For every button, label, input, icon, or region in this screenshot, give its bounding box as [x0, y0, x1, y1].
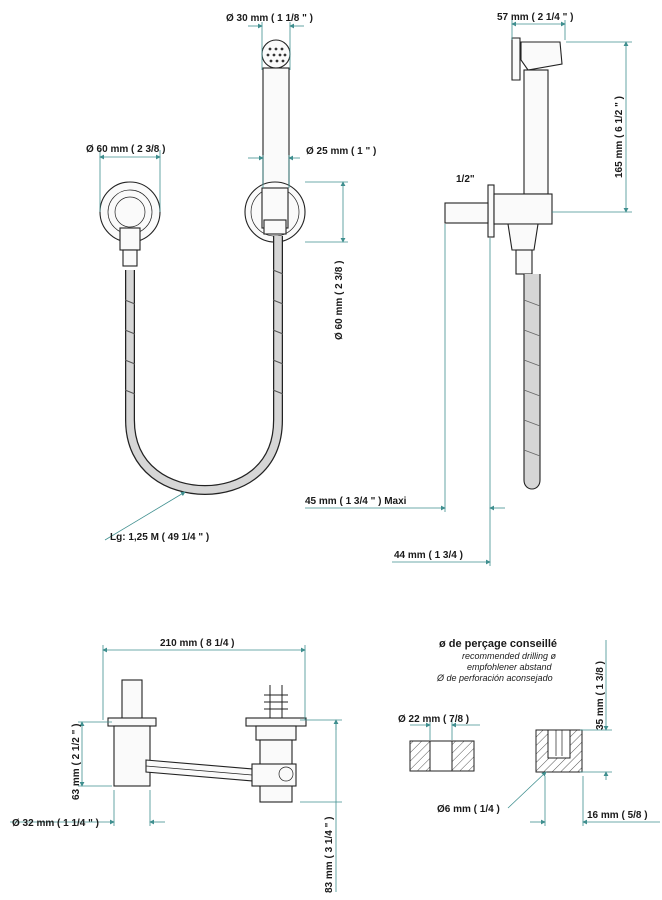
valve-depth-label: 83 mm ( 3 1/4 " )	[324, 817, 335, 893]
handle-diameter-label: Ø 25 mm ( 1 " )	[306, 146, 376, 157]
front-view	[99, 39, 306, 496]
drilling-legend: ø de perçage conseillé recommended drill…	[436, 638, 557, 683]
valve-view	[107, 679, 307, 803]
drill-hole	[429, 740, 453, 772]
head-width-label: 57 mm ( 2 1/4 " )	[497, 12, 573, 23]
drilling-line-es: Ø de perforación aconsejado	[436, 673, 553, 683]
side-handle	[523, 69, 549, 195]
drill-depth-label: 35 mm ( 1 3/8 )	[595, 661, 606, 730]
drilling-views: Ø 22 mm ( 7/8 ) 35 mm ( 1 3/8 ) Ø6 mm ( …	[398, 640, 660, 826]
small-hole-label: Ø6 mm ( 1/4 )	[437, 804, 500, 815]
thread-label: 1/2"	[456, 174, 475, 185]
valve-width-label: 210 mm ( 8 1/4 )	[160, 638, 234, 649]
side-dimensions: 57 mm ( 2 1/4 " ) 165 mm ( 6 1/2 " ) 1/2…	[305, 12, 632, 566]
hose	[125, 236, 283, 496]
side-hose	[523, 274, 541, 490]
valve-height-label: 63 mm ( 2 1/2 " )	[71, 724, 82, 800]
projection-label: 44 mm ( 1 3/4 )	[394, 550, 463, 561]
valve-body	[113, 725, 151, 787]
side-spray-head	[520, 41, 563, 71]
holder-height-label: Ø 60 mm ( 2 3/8 )	[334, 261, 345, 340]
drilling-line-de: empfohlener abstand	[467, 662, 553, 672]
front-dimensions: Ø 30 mm ( 1 1/8 " ) Ø 60 mm ( 2 3/8 ) Ø …	[86, 13, 376, 543]
wall-offset-label: 16 mm ( 5/8 )	[587, 810, 648, 821]
projection-max-label: 45 mm ( 1 3/4 " ) Maxi	[305, 496, 407, 507]
head-height-label: 165 mm ( 6 1/2 " )	[614, 96, 625, 178]
mounting-screws	[264, 685, 288, 718]
side-view	[444, 37, 563, 490]
drilling-title: ø de perçage conseillé	[439, 638, 557, 650]
spray-holes	[266, 47, 287, 63]
valve-dimensions: 210 mm ( 8 1/4 ) 63 mm ( 2 1/2 " ) Ø 32 …	[10, 638, 342, 893]
drilling-line-en: recommended drilling ø	[462, 651, 557, 661]
drill-section-hole	[547, 729, 571, 759]
hole-diameter-label: Ø 22 mm ( 7/8 )	[398, 714, 469, 725]
handle	[262, 67, 290, 189]
hose-length-label: Lg: 1,25 M ( 49 1/4 " )	[110, 532, 209, 543]
spray-diameter-label: Ø 30 mm ( 1 1/8 " )	[226, 13, 313, 24]
holder-diameter-label: Ø 60 mm ( 2 3/8 )	[86, 144, 165, 155]
valve-diameter-label: Ø 32 mm ( 1 1/4 " )	[12, 818, 99, 829]
